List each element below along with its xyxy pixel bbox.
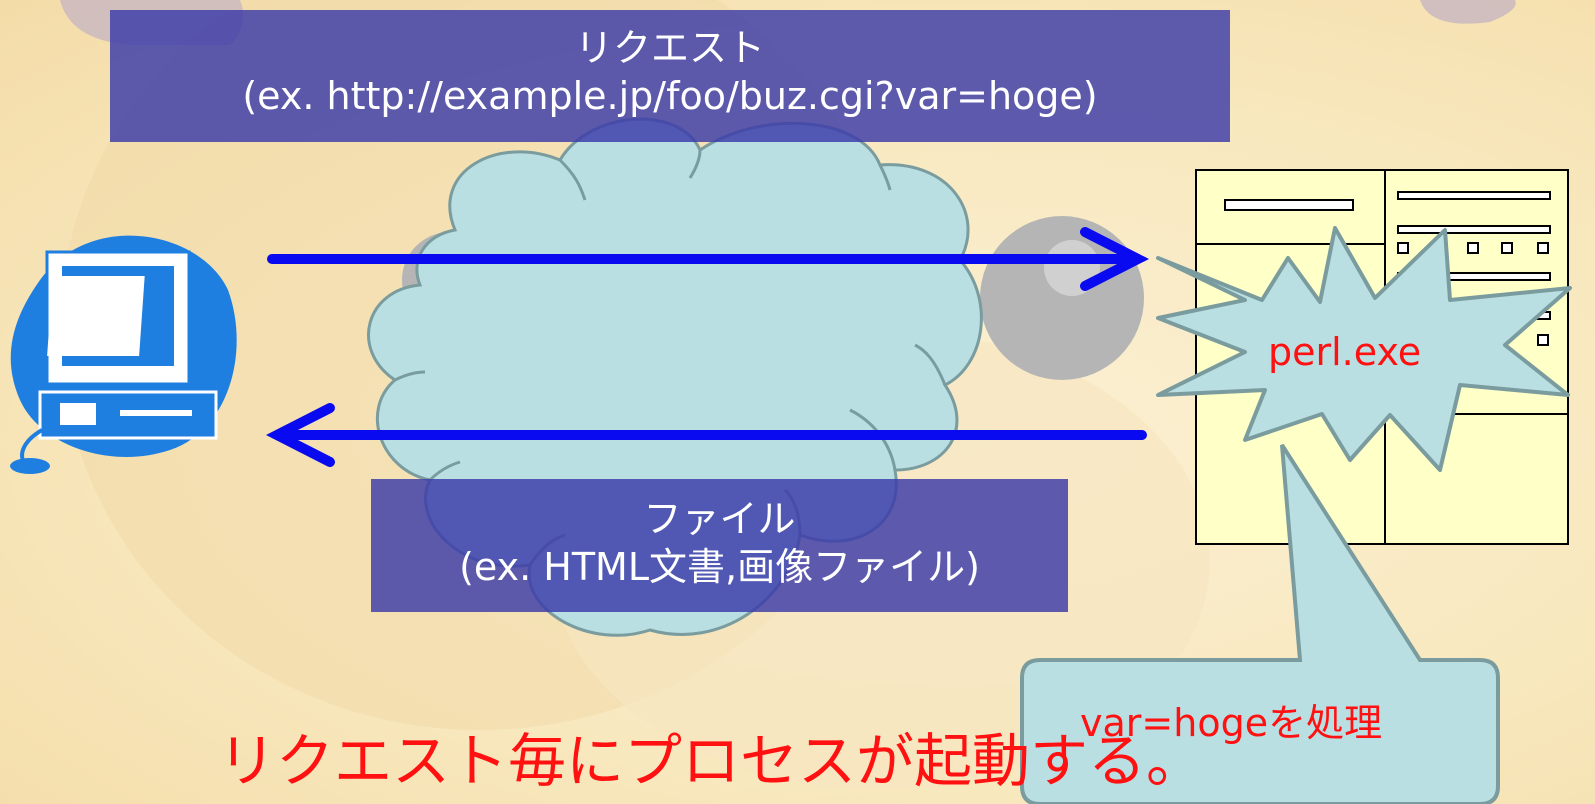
request-title: リクエスト	[574, 26, 765, 70]
process-burst-shape	[1156, 226, 1572, 472]
request-label-box: リクエスト (ex. http://example.jp/foo/buz.cgi…	[110, 10, 1230, 142]
request-arrow	[267, 227, 1150, 291]
process-name-label: perl.exe	[1268, 330, 1422, 374]
response-title: ファイル	[643, 497, 796, 541]
caption-text: リクエスト毎にプロセスが起動する。	[218, 727, 1205, 795]
response-arrow	[265, 403, 1147, 467]
processing-callout-text: var=hogeを処理	[1080, 701, 1383, 745]
request-example: (ex. http://example.jp/foo/buz.cgi?var=h…	[242, 74, 1098, 118]
response-label-box: ファイル (ex. HTML文書,画像ファイル)	[371, 479, 1068, 612]
desktop-computer-icon	[10, 235, 237, 474]
response-example: (ex. HTML文書,画像ファイル)	[459, 545, 980, 589]
